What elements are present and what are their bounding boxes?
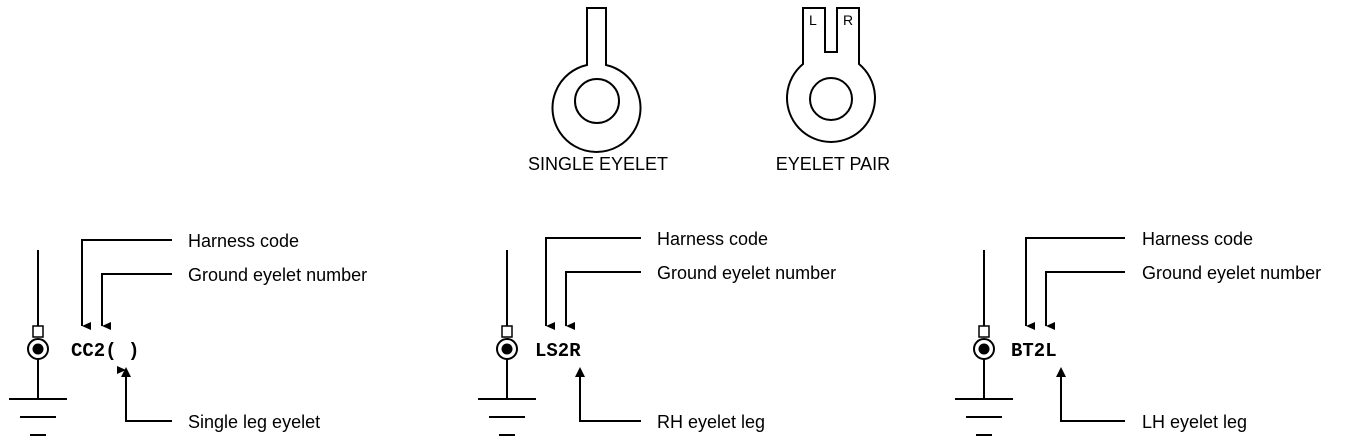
single-eyelet-figure bbox=[551, 7, 642, 153]
ground-eyelet-number-label: Ground eyelet number bbox=[188, 265, 367, 285]
harness-code-label: Harness code bbox=[1142, 229, 1253, 249]
ground-eyelet-number-label: Ground eyelet number bbox=[1142, 263, 1321, 283]
leg-label: RH eyelet leg bbox=[657, 412, 765, 432]
single-eyelet-caption: SINGLE EYELET bbox=[528, 154, 668, 174]
leg-label: LH eyelet leg bbox=[1142, 412, 1247, 432]
leader-lines bbox=[1025, 237, 1125, 422]
leader-lines bbox=[545, 237, 641, 422]
eyelet-code: LS2R bbox=[535, 340, 581, 362]
up-arrow-head bbox=[575, 367, 585, 377]
leg-label: Single leg eyelet bbox=[188, 412, 320, 432]
pair-right-letter: R bbox=[843, 12, 853, 28]
leader-lines bbox=[81, 239, 172, 422]
up-arrow-head bbox=[1056, 367, 1066, 377]
ground-eyelet-number-label: Ground eyelet number bbox=[657, 263, 836, 283]
ground-symbol bbox=[478, 250, 536, 436]
ground-symbol bbox=[955, 250, 1013, 436]
harness-code-label: Harness code bbox=[657, 229, 768, 249]
up-arrow-head bbox=[121, 367, 131, 377]
pair-left-letter: L bbox=[809, 12, 817, 28]
ground-symbol bbox=[9, 250, 67, 436]
eyelet-pair-caption: EYELET PAIR bbox=[776, 154, 890, 174]
eyelet-pair-figure bbox=[786, 7, 876, 143]
eyelet-code: CC2( ) bbox=[71, 340, 139, 362]
eyelet-code: BT2L bbox=[1011, 340, 1057, 362]
harness-code-label: Harness code bbox=[188, 231, 299, 251]
